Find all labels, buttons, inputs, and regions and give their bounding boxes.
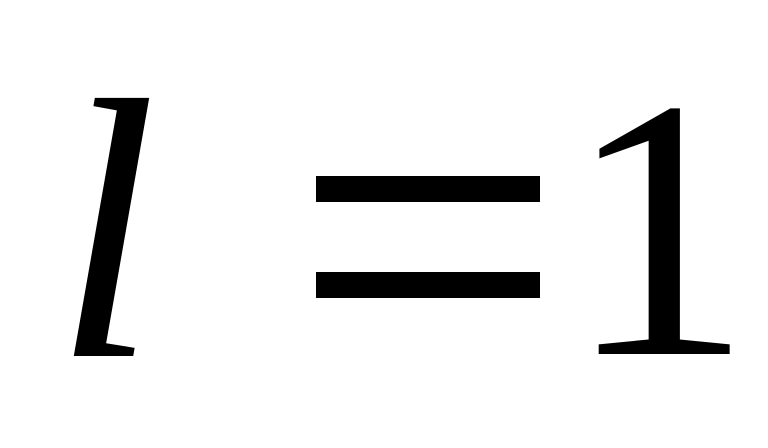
- equals-bar-bottom: [316, 272, 540, 298]
- equals-sign: [316, 176, 540, 298]
- equals-bar-top: [316, 176, 540, 202]
- equation-value: 1: [566, 24, 752, 435]
- equation-variable: l: [54, 26, 158, 437]
